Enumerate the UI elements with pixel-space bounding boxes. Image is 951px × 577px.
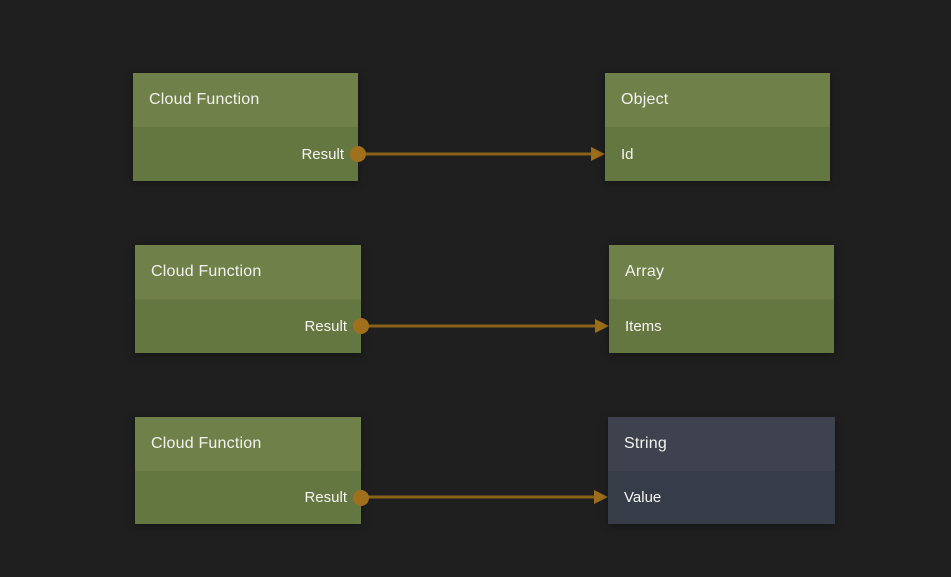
arrowhead-icon — [595, 319, 609, 333]
output-port-dot[interactable] — [350, 146, 366, 162]
node-title[interactable]: String — [608, 417, 835, 471]
port-row-result: Result — [133, 127, 366, 181]
output-port-label: Result — [301, 145, 344, 163]
node-title[interactable]: Cloud Function — [133, 73, 358, 127]
port-row-result: Result — [135, 299, 369, 353]
connection-result-to-items[interactable] — [361, 319, 609, 333]
node-string[interactable]: String Value — [608, 417, 835, 524]
input-port-label: Value — [624, 489, 662, 506]
output-port-dot[interactable] — [353, 318, 369, 334]
input-port-label: Id — [621, 145, 634, 163]
node-object[interactable]: Object Id — [605, 73, 830, 181]
arrowhead-icon — [594, 490, 608, 504]
node-title[interactable]: Object — [605, 73, 830, 127]
node-title[interactable]: Array — [609, 245, 834, 299]
port-row-value: Value — [608, 471, 835, 524]
port-row-id: Id — [605, 127, 830, 181]
node-cloud-function-1[interactable]: Cloud Function Result — [133, 73, 366, 181]
node-array[interactable]: Array Items — [609, 245, 834, 353]
port-row-items: Items — [609, 299, 834, 353]
node-cloud-function-2[interactable]: Cloud Function Result — [135, 245, 369, 353]
output-port-dot[interactable] — [353, 489, 369, 506]
node-cloud-function-3[interactable]: Cloud Function Result — [135, 417, 369, 524]
output-port-label: Result — [304, 489, 347, 506]
port-row-result: Result — [135, 471, 369, 524]
node-title[interactable]: Cloud Function — [135, 417, 361, 471]
output-port-label: Result — [304, 317, 347, 335]
connection-result-to-id[interactable] — [358, 147, 605, 161]
arrowhead-icon — [591, 147, 605, 161]
input-port-label: Items — [625, 317, 662, 335]
node-title[interactable]: Cloud Function — [135, 245, 361, 299]
connection-result-to-value[interactable] — [361, 490, 608, 504]
